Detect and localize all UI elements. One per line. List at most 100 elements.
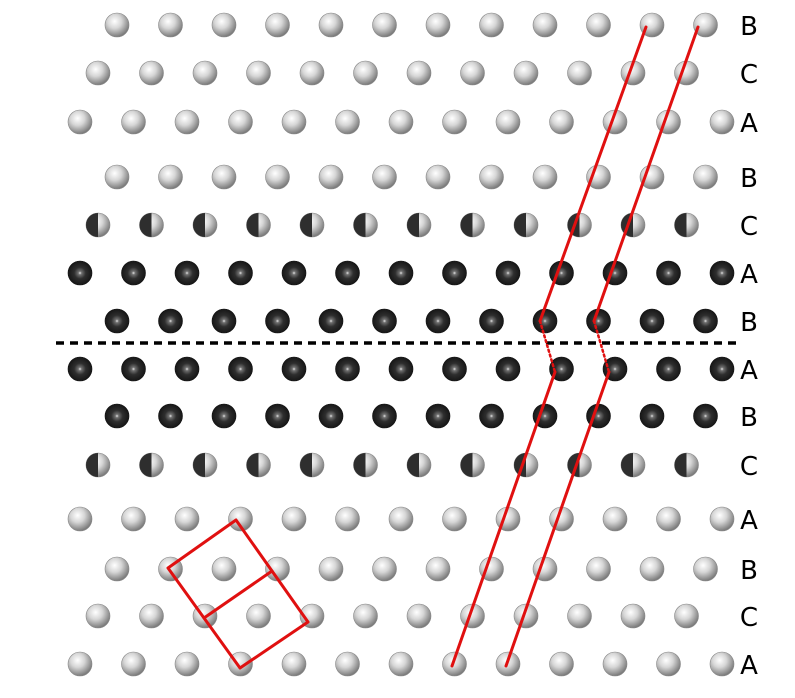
atom-light bbox=[353, 603, 378, 629]
atom-light bbox=[104, 12, 130, 38]
atom-light bbox=[586, 556, 611, 582]
atom-light bbox=[158, 164, 183, 190]
atom-half-dark-side bbox=[193, 213, 205, 237]
atom-light bbox=[121, 506, 146, 532]
atom-light bbox=[567, 603, 592, 629]
layer-label: A bbox=[740, 356, 758, 386]
unit-cell-outline bbox=[166, 518, 310, 670]
atom-light bbox=[211, 12, 237, 38]
atom-light bbox=[602, 506, 628, 532]
atom-half-dark-side bbox=[139, 453, 152, 477]
layer-label: B bbox=[740, 556, 758, 586]
atom-light bbox=[495, 109, 521, 135]
atom-light bbox=[639, 556, 665, 582]
atom-light bbox=[406, 603, 432, 629]
atom-light bbox=[425, 164, 451, 190]
atom-half-dark-side bbox=[514, 213, 526, 237]
atom-light bbox=[479, 164, 504, 190]
layer-label: C bbox=[740, 452, 758, 482]
atom-light bbox=[586, 12, 611, 38]
layer-label: C bbox=[740, 212, 758, 242]
trace-line-group bbox=[56, 25, 738, 670]
atom-light bbox=[674, 603, 699, 629]
atom-half-dark-side bbox=[353, 453, 366, 477]
atom-dark bbox=[479, 308, 504, 334]
layer-label: C bbox=[740, 603, 758, 633]
atom-light bbox=[693, 164, 718, 190]
atom-light bbox=[388, 109, 414, 135]
atom-half-dark-side bbox=[86, 213, 98, 237]
atom-half bbox=[353, 452, 378, 478]
atom-light bbox=[425, 12, 451, 38]
atom-light bbox=[318, 556, 344, 582]
atom-half bbox=[299, 452, 325, 478]
atom-light bbox=[281, 651, 307, 677]
atom-light bbox=[656, 651, 681, 677]
atom-light bbox=[335, 506, 360, 532]
atom-half bbox=[85, 212, 111, 238]
atom-half-dark-side bbox=[674, 213, 687, 237]
atom-half-dark-side bbox=[407, 213, 419, 237]
atom-half-dark-side bbox=[300, 213, 312, 237]
atom-dark bbox=[265, 403, 290, 429]
atom-layer-group bbox=[67, 12, 735, 677]
layer-label: B bbox=[740, 403, 758, 433]
atom-dark bbox=[372, 308, 397, 334]
atom-light bbox=[158, 12, 183, 38]
atom-light bbox=[442, 651, 467, 677]
atom-half-dark-side bbox=[407, 453, 419, 477]
atom-dark bbox=[174, 356, 200, 382]
atom-dark bbox=[318, 403, 344, 429]
layer-label: A bbox=[740, 506, 758, 536]
atom-light bbox=[121, 109, 146, 135]
atom-light bbox=[693, 12, 718, 38]
atom-light bbox=[602, 651, 628, 677]
atom-dark bbox=[372, 403, 397, 429]
atom-light bbox=[192, 60, 218, 86]
atom-light bbox=[228, 109, 253, 135]
atom-dark bbox=[211, 308, 237, 334]
atom-half-dark-side bbox=[300, 453, 312, 477]
atom-dark bbox=[709, 356, 735, 382]
atom-dark bbox=[335, 260, 360, 286]
atom-half-dark-side bbox=[460, 453, 473, 477]
atom-dark bbox=[67, 356, 93, 382]
atom-light bbox=[406, 60, 432, 86]
atom-light bbox=[442, 109, 467, 135]
atom-half bbox=[246, 452, 271, 478]
unit-cell-divider bbox=[202, 569, 274, 620]
atom-dark bbox=[656, 260, 681, 286]
trace-line-upper-1 bbox=[538, 25, 648, 323]
atom-dark bbox=[318, 308, 344, 334]
atom-half bbox=[674, 212, 699, 238]
atom-light bbox=[67, 651, 93, 677]
atom-light bbox=[174, 109, 200, 135]
atom-dark bbox=[425, 308, 451, 334]
atom-light bbox=[265, 12, 290, 38]
atom-half-dark-side bbox=[246, 213, 259, 237]
atom-dark bbox=[656, 356, 681, 382]
trace-line-upper-2 bbox=[592, 25, 700, 323]
atom-light bbox=[174, 506, 200, 532]
atom-light bbox=[372, 164, 397, 190]
trace-connector-2 bbox=[592, 319, 611, 374]
atom-light bbox=[318, 12, 344, 38]
atom-dark bbox=[265, 308, 290, 334]
atom-dark bbox=[228, 356, 253, 382]
atom-light bbox=[656, 506, 681, 532]
atom-light bbox=[442, 506, 467, 532]
atom-dark bbox=[693, 403, 718, 429]
atom-light bbox=[67, 109, 93, 135]
atom-light bbox=[620, 603, 646, 629]
atom-light bbox=[479, 12, 504, 38]
atom-light bbox=[318, 164, 344, 190]
atom-dark bbox=[709, 260, 735, 286]
atom-dark bbox=[104, 308, 130, 334]
atom-dark bbox=[479, 403, 504, 429]
atom-dark bbox=[121, 260, 146, 286]
atom-dark bbox=[495, 356, 521, 382]
atom-half bbox=[192, 452, 218, 478]
atom-dark bbox=[425, 403, 451, 429]
atom-dark bbox=[281, 356, 307, 382]
